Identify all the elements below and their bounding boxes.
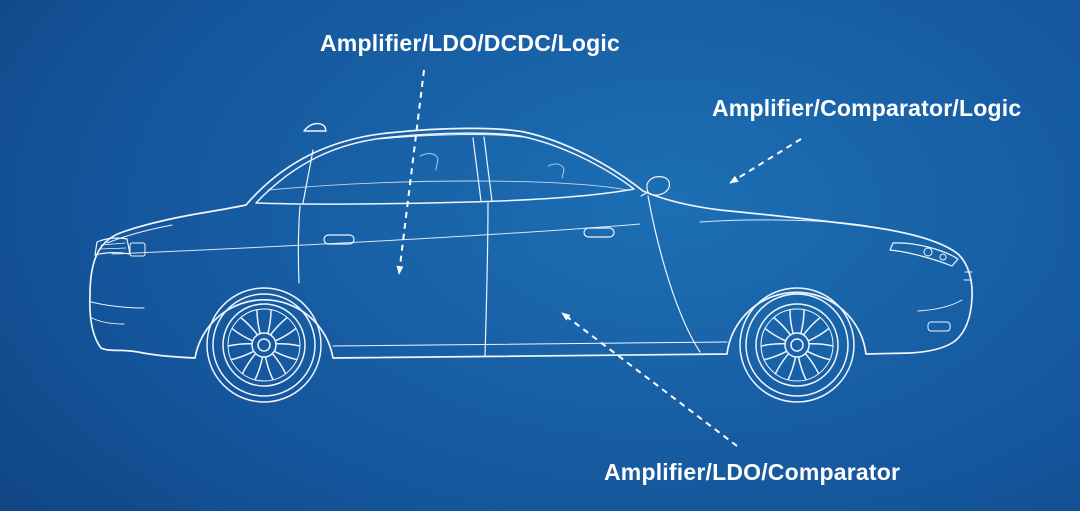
car-rear-wheel bbox=[207, 288, 321, 402]
car-fuel-door bbox=[129, 242, 146, 257]
car-taillight bbox=[94, 237, 131, 256]
car-front-bumper-line bbox=[917, 299, 963, 312]
car-body-outline bbox=[88, 127, 973, 359]
car-headlight-projector bbox=[923, 247, 933, 257]
car-front-door-seam bbox=[484, 202, 489, 358]
callout-label-amplifier-ldo-comparator: Amplifier/LDO/Comparator bbox=[604, 459, 901, 485]
car-shoulder-crease bbox=[111, 223, 641, 255]
car-headlight bbox=[889, 242, 959, 267]
car-front-crease bbox=[699, 219, 869, 227]
car-roof-inner-line bbox=[379, 134, 523, 140]
car-front-door-handle bbox=[583, 227, 615, 238]
car-glass-inner-line bbox=[267, 180, 629, 191]
car-cowl-door-seam bbox=[647, 195, 701, 353]
car-front-headrest bbox=[547, 163, 565, 179]
callout-label-amplifier-ldo-dcdc-logic: Amplifier/LDO/DCDC/Logic bbox=[320, 30, 620, 56]
callout-label-amplifier-comparator-logic: Amplifier/Comparator/Logic bbox=[712, 95, 1022, 121]
car-trunk-seam bbox=[106, 224, 173, 244]
callout-arrow-sill-module bbox=[561, 312, 738, 447]
car-rear-door-seam bbox=[297, 205, 301, 284]
car-headlight-projector-small bbox=[939, 253, 947, 261]
car-window-band bbox=[255, 132, 635, 205]
car-front-wheel bbox=[740, 288, 854, 402]
car-rocker-line bbox=[332, 341, 728, 347]
car-line-art bbox=[88, 122, 973, 402]
car-b-pillar bbox=[472, 136, 493, 202]
car-rear-headrest bbox=[419, 153, 439, 171]
callout-arrow-door-module bbox=[396, 69, 425, 275]
car-grille-vents bbox=[963, 271, 973, 281]
car-mirror-stalk bbox=[640, 191, 649, 197]
car-rear-door-handle bbox=[323, 234, 355, 245]
car-fog-light bbox=[927, 321, 951, 332]
car-side-mirror bbox=[646, 176, 671, 196]
car-rear-bumper-line bbox=[90, 301, 145, 309]
car-rear-glass-divider bbox=[302, 149, 314, 204]
car-rear-bumper-lower-line bbox=[91, 317, 125, 325]
callout-arrows bbox=[396, 69, 802, 447]
callout-arrow-cowl-module bbox=[729, 138, 802, 184]
car-taillight-hatch bbox=[99, 242, 127, 250]
car-antenna-fin bbox=[303, 122, 327, 132]
